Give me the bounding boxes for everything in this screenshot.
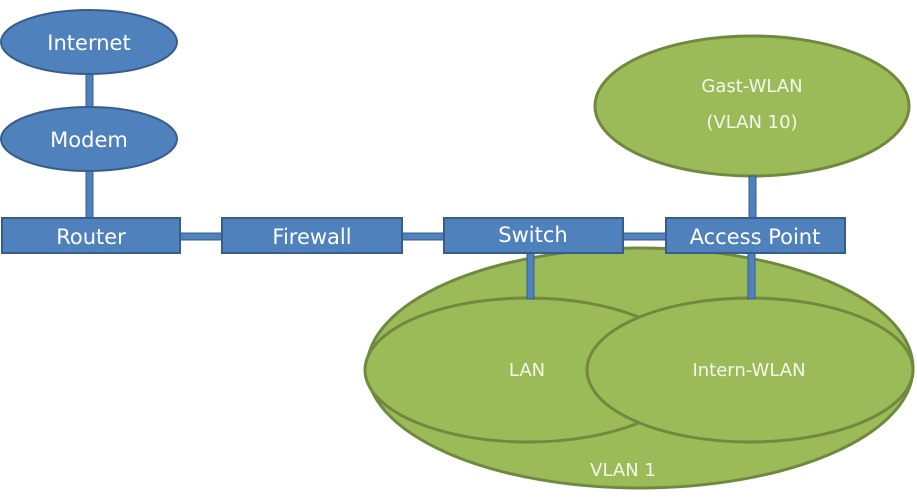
internet-node <box>0 9 178 75</box>
router-label: Router <box>56 225 126 249</box>
switch-label: Switch <box>498 223 567 247</box>
firewall-node <box>221 217 403 254</box>
link-switch-lan <box>526 252 535 300</box>
link-internet-modem <box>85 71 94 113</box>
link-switch-ap <box>622 232 667 241</box>
access-point-label: Access Point <box>690 225 821 249</box>
vlan1-label: VLAN 1 <box>590 460 656 481</box>
link-router-firewall <box>179 232 223 241</box>
firewall-label: Firewall <box>272 225 351 249</box>
internet-label: Internet <box>47 31 130 55</box>
access-point-node <box>665 217 846 254</box>
modem-node <box>0 106 178 172</box>
link-ap-gast <box>748 175 757 221</box>
intern-wlan-label: Intern-WLAN <box>692 360 805 381</box>
gast-wlan-vlan-label: (VLAN 10) <box>706 112 797 133</box>
modem-label: Modem <box>50 128 128 152</box>
switch-node <box>443 217 624 254</box>
link-ap-intern <box>747 252 756 300</box>
router-node <box>1 217 181 254</box>
gast-wlan-zone <box>593 34 911 178</box>
link-firewall-switch <box>401 232 445 241</box>
link-modem-router <box>85 167 94 221</box>
lan-label: LAN <box>509 360 545 381</box>
gast-wlan-label: Gast-WLAN <box>701 76 802 97</box>
